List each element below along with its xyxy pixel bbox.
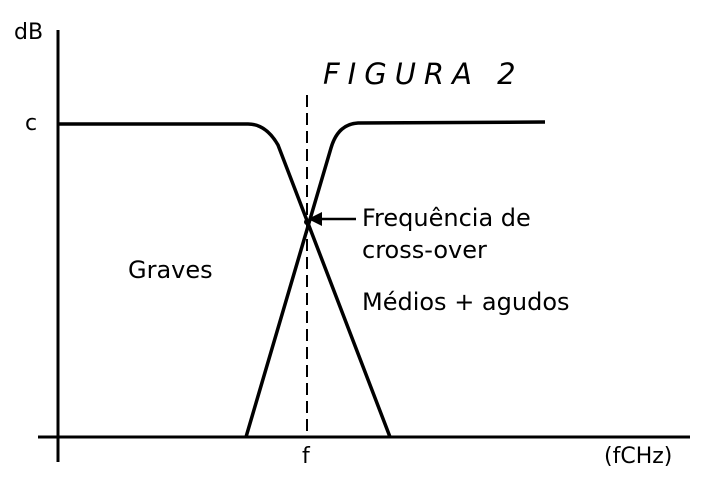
x-axis-label: (fCHz) [604, 444, 673, 469]
y-level-label: c [25, 111, 38, 136]
crossover-point [304, 219, 310, 225]
y-axis-label: dB [14, 20, 44, 45]
high-pass-curve [244, 120, 546, 438]
figure-title: FIGURA 2 [323, 57, 524, 91]
low-band-label: Graves [128, 256, 213, 284]
x-marker-label: f [302, 444, 310, 469]
crossover-arrow-head [308, 212, 322, 226]
crossover-label-line2: cross-over [362, 236, 487, 264]
crossover-label-line1: Frequência de [362, 204, 531, 232]
low-pass-curve [58, 122, 392, 438]
high-band-label: Médios + agudos [362, 288, 570, 316]
